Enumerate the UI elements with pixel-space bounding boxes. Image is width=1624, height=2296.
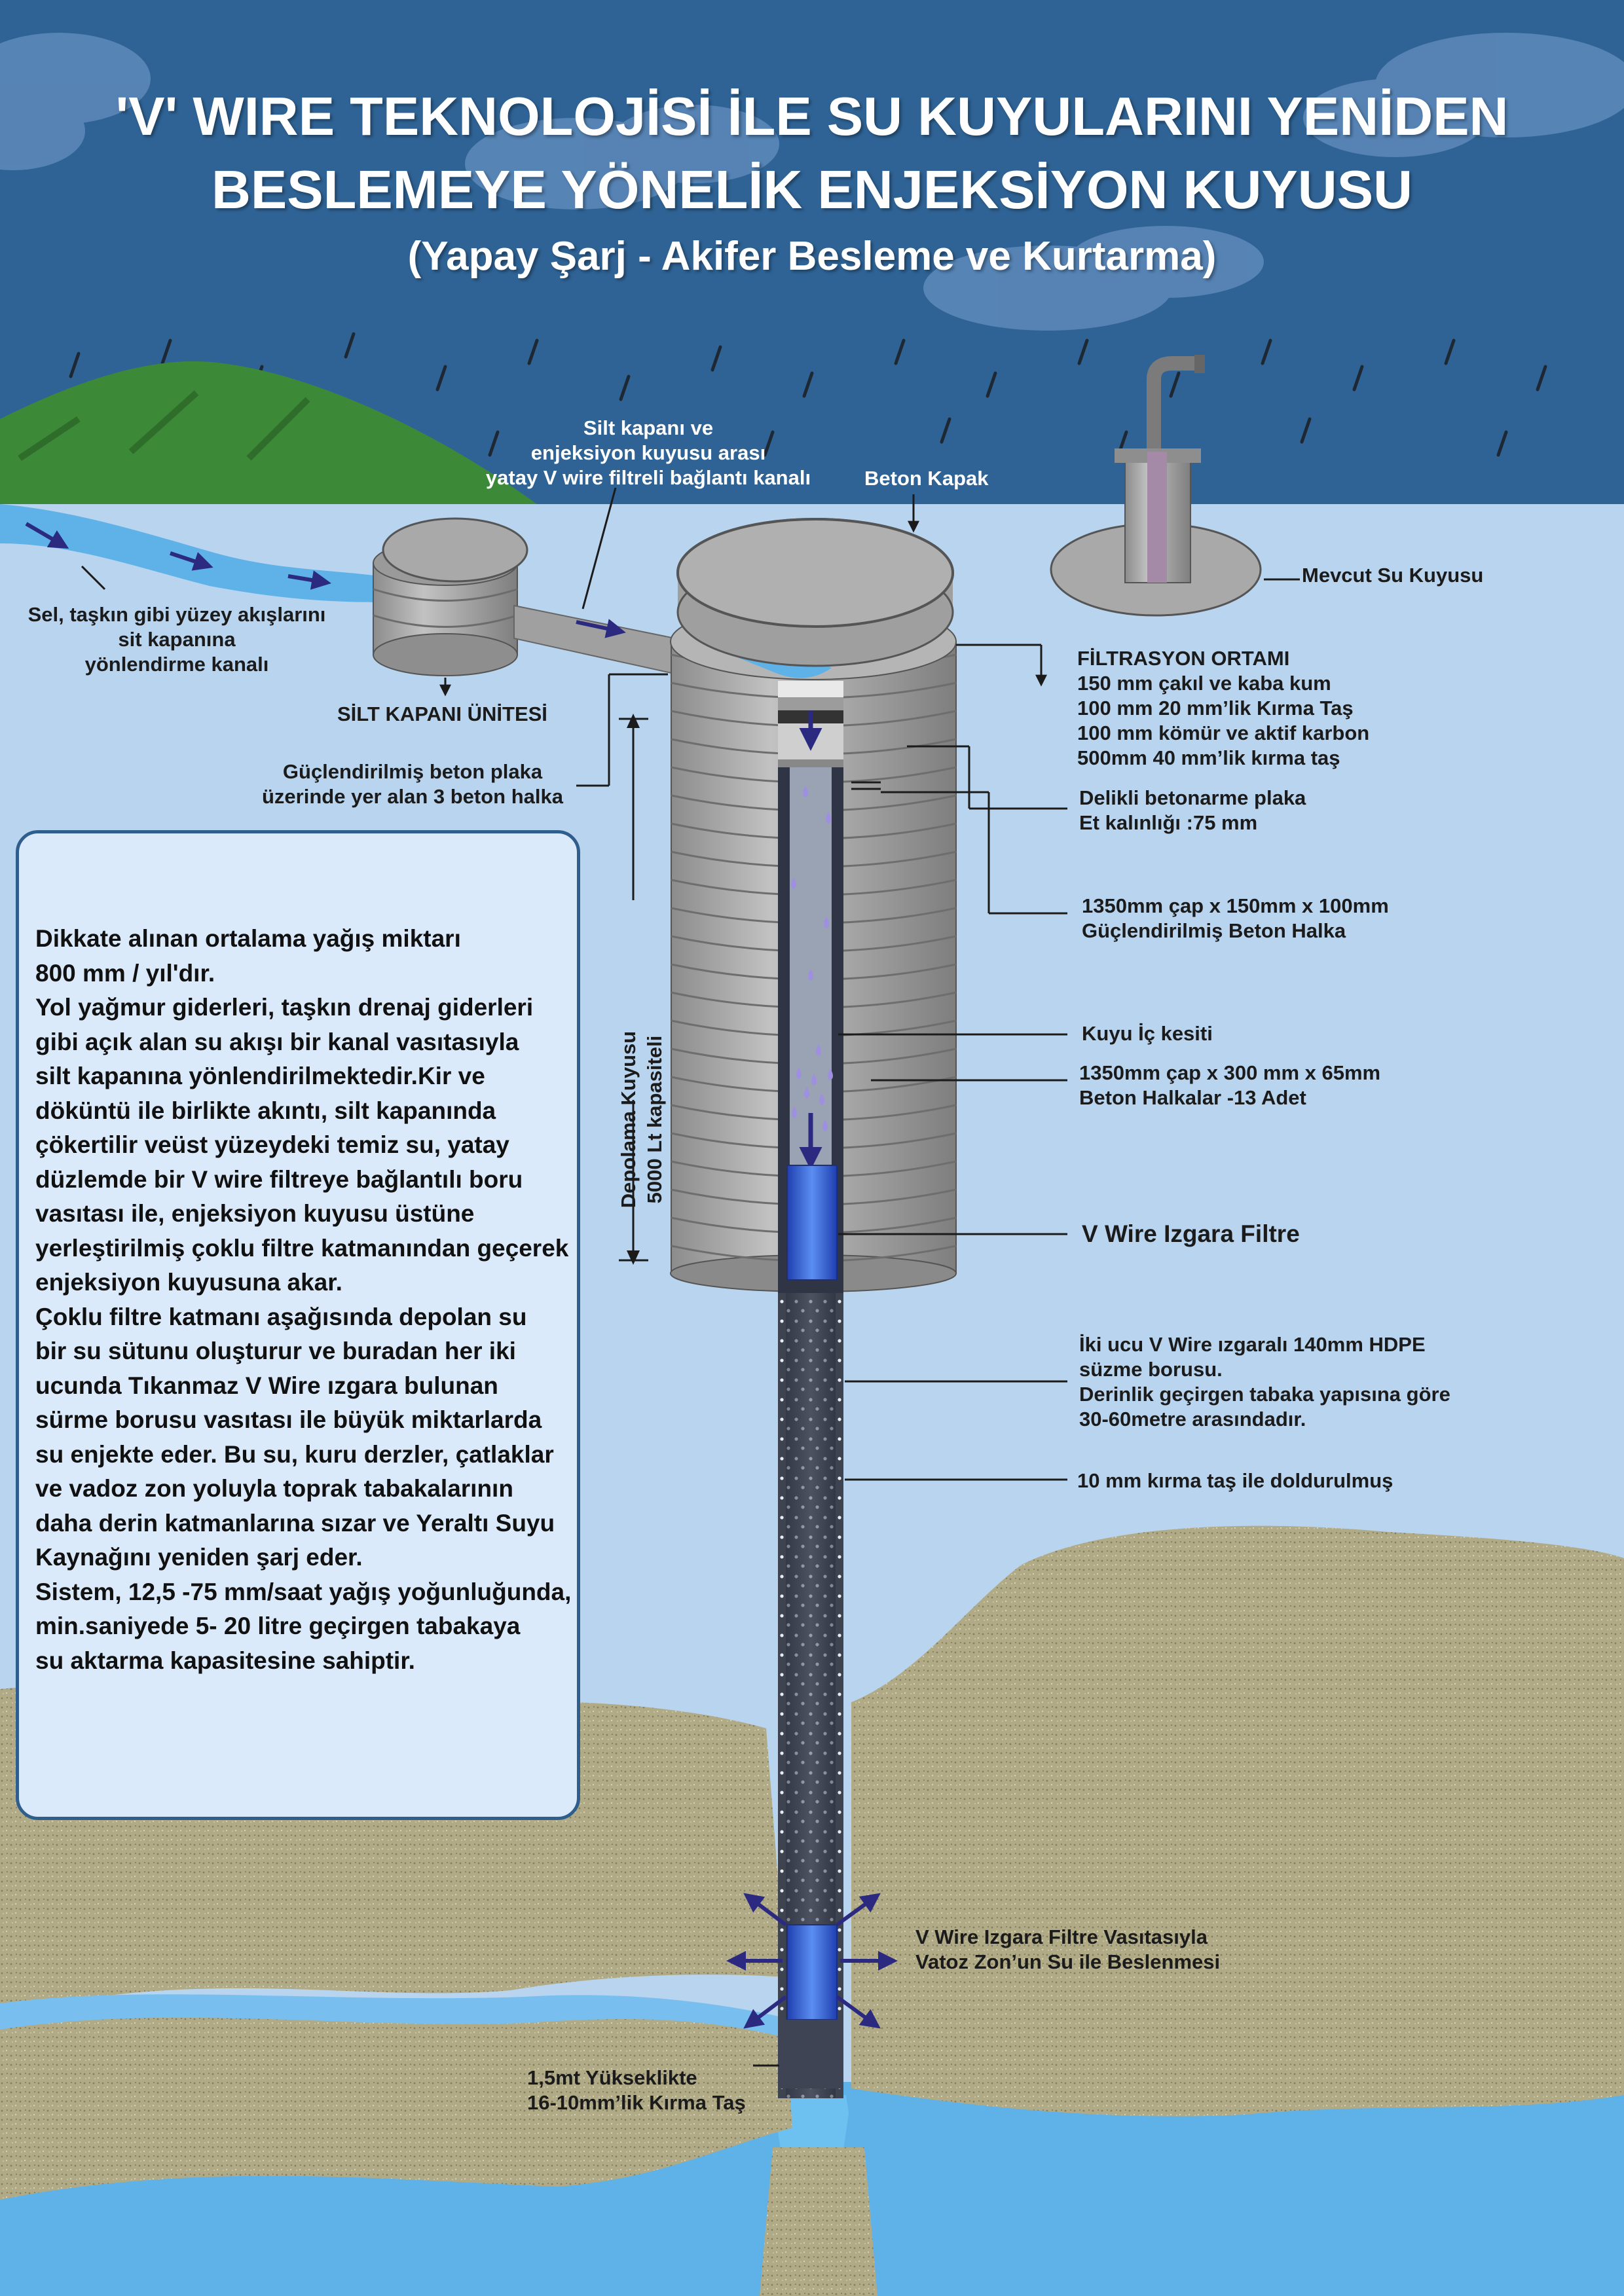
info-box-line: vasıtası ile, enjeksiyon kuyusu üstüne xyxy=(35,1200,475,1227)
info-box-line: daha derin katmanlarına sızar ve Yeraltı… xyxy=(35,1509,555,1537)
info-box-text: Dikkate alınan ortalama yağış miktarı 800… xyxy=(35,922,571,1678)
silt-trap-unit xyxy=(373,517,528,676)
info-box-line: ucunda Tıkanmaz V Wire ızgara bulunan xyxy=(35,1372,498,1399)
info-box-line: Kaynağını yeniden şarj eder. xyxy=(35,1544,363,1571)
label-storage-well: Depolama Kuyusu 5000 Lt kapasiteli xyxy=(617,1030,666,1209)
label-existing-well: Mevcut Su Kuyusu xyxy=(1302,564,1484,587)
info-box-line: Yol yağmur giderleri, taşkın drenaj gide… xyxy=(35,994,534,1021)
info-box-line: çökertilir veüst yüzeydeki temiz su, yat… xyxy=(35,1131,509,1158)
filter-screen-top xyxy=(786,1165,838,1281)
label-silt-trap-unit: SİLT KAPANI ÜNİTESİ xyxy=(337,702,547,725)
info-box xyxy=(16,830,580,1820)
subtitle: (Yapay Şarj - Akifer Besleme ve Kurtarma… xyxy=(407,234,1217,279)
existing-water-well xyxy=(1050,355,1262,617)
label-concrete-cover: Beton Kapak xyxy=(864,467,989,490)
title-line-1: 'V' WIRE TEKNOLOJİSİ İLE SU KUYULARINI Y… xyxy=(115,86,1509,147)
info-box-line: enjeksiyon kuyusuna akar. xyxy=(35,1269,342,1296)
info-box-line: yerleştirilmiş çoklu filtre katmanından … xyxy=(35,1234,569,1262)
label-well-section: Kuyu İç kesiti xyxy=(1082,1022,1213,1045)
info-box-line: gibi açık alan su akışı bir kanal vasıta… xyxy=(35,1028,519,1055)
info-box-line: düzlemde bir V wire filtreye bağlantılı … xyxy=(35,1165,523,1193)
info-box-line: su enjekte eder. Bu su, kuru derzler, ça… xyxy=(35,1440,554,1468)
label-v-wire-filter: V Wire Izgara Filtre xyxy=(1082,1220,1300,1247)
label-filtration-media: FİLTRASYON ORTAMI 150 mm çakıl ve kaba k… xyxy=(1077,647,1370,769)
label-vadose-recharge: V Wire Izgara Filtre Vasıtasıyla Vatoz Z… xyxy=(915,1925,1221,1973)
info-box-line: silt kapanına yönlendirilmektedir.Kir ve xyxy=(35,1063,485,1089)
info-box-line: 800 mm / yıl'dır. xyxy=(35,959,215,987)
label-hdpe-pipe: İki ucu V Wire ızgaralı 140mm HDPE süzme… xyxy=(1079,1333,1450,1430)
info-box-line: Dikkate alınan ortalama yağış miktarı xyxy=(35,925,461,952)
recharge-arrows xyxy=(726,1893,898,2029)
label-perforated-slab: Delikli betonarme plaka Et kalınlığı :75… xyxy=(1079,786,1306,834)
title-line-2: BESLEMEYE YÖNELİK ENJEKSİYON KUYUSU xyxy=(211,159,1413,220)
info-box-line: Çoklu filtre katmanı aşağısında depolan … xyxy=(35,1303,527,1330)
label-concrete-rings-3: Güçlendirilmiş beton plaka üzerinde yer … xyxy=(262,760,563,808)
label-channel-connection: Silt kapanı ve enjeksiyon kuyusu arası y… xyxy=(485,416,811,489)
label-crushed-fill: 10 mm kırma taş ile doldurulmuş xyxy=(1077,1469,1393,1492)
info-box-line: ve vadoz zon yoluyla toprak tabakalarını… xyxy=(35,1475,513,1502)
ground-right xyxy=(851,1525,1624,2117)
info-box-line: min.saniyede 5- 20 litre geçirgen tabaka… xyxy=(35,1613,521,1639)
green-hill xyxy=(0,361,537,504)
clouds xyxy=(0,33,1624,331)
info-box-line: sürme borusu vasıtası ile büyük miktarla… xyxy=(35,1406,542,1433)
filter-screen-bottom xyxy=(786,1924,838,2020)
leader-lines xyxy=(81,487,1300,2067)
info-box-line: bir su sütunu oluşturur ve buradan her i… xyxy=(35,1338,516,1364)
info-box-line: döküntü ile birlikte akıntı, silt kapanı… xyxy=(35,1097,496,1124)
water-drops xyxy=(791,786,833,1131)
label-reinforced-ring: 1350mm çap x 150mm x 100mm Güçlendirilmi… xyxy=(1082,894,1389,942)
info-box-line: su aktarma kapasitesine sahiptir. xyxy=(35,1647,415,1674)
ground-left-lower xyxy=(0,1998,792,2200)
label-surface-runoff: Sel, taşkın gibi yüzey akışlarını sit ka… xyxy=(28,603,326,676)
label-concrete-rings-13: 1350mm çap x 300 mm x 65mm Beton Halkala… xyxy=(1079,1061,1381,1109)
label-bottom-gravel: 1,5mt Yükseklikte 16-10mm’lik Kırma Taş xyxy=(527,2066,746,2114)
info-box-line: Sistem, 12,5 -75 mm/saat yağış yoğunluğu… xyxy=(35,1578,572,1605)
runoff-channel xyxy=(0,504,380,602)
